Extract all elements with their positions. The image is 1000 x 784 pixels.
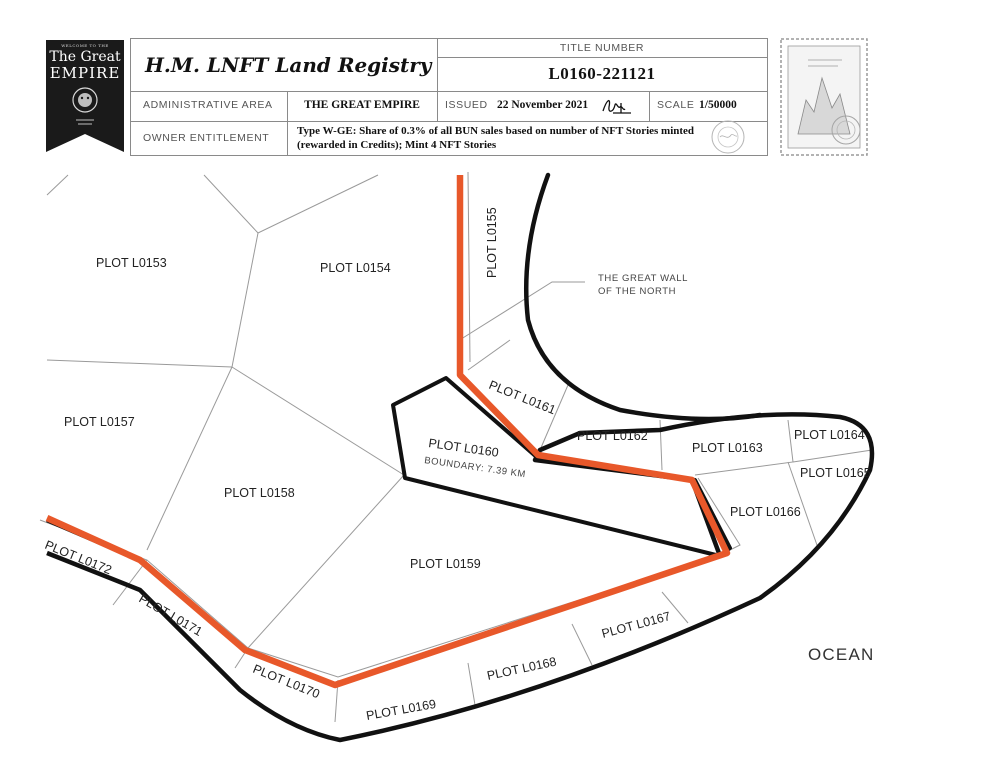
registry-title: H.M. LNFT Land Registry — [145, 53, 432, 77]
great-wall-label-line1: THE GREAT WALL — [598, 273, 688, 284]
signature-icon — [602, 100, 631, 114]
plot-label-l0157: PLOT L0157 — [64, 415, 135, 429]
plot-label-l0155: PLOT L0155 — [485, 207, 499, 278]
admin-area-value: THE GREAT EMPIRE — [304, 99, 420, 111]
owner-entitlement-value: Type W-GE: Share of 0.3% of all BUN sale… — [297, 124, 694, 152]
title-number-label: TITLE NUMBER — [559, 42, 645, 54]
admin-area-label: ADMINISTRATIVE AREA — [143, 99, 273, 111]
plot-label-l0164: PLOT L0164 — [794, 428, 865, 442]
title-number-value: L0160-221121 — [548, 64, 656, 83]
owner-entitlement-line1: Type W-GE: Share of 0.3% of all BUN sale… — [297, 125, 695, 137]
scale-value: 1/50000 — [699, 99, 737, 111]
plot-label-l0158: PLOT L0158 — [224, 486, 295, 500]
plot-label-l0159: PLOT L0159 — [410, 557, 481, 571]
plot-label-l0153: PLOT L0153 — [96, 256, 167, 270]
badge-brand-line1: The Great — [49, 49, 121, 65]
plot-label-l0167: PLOT L0167 — [600, 609, 672, 641]
lion-crest-icon — [72, 87, 98, 113]
ocean-label: OCEAN — [808, 645, 874, 664]
great-wall-label-line2: OF THE NORTH — [598, 286, 676, 297]
registry-header-table: H.M. LNFT Land Registry TITLE NUMBER L01… — [130, 38, 768, 156]
scale-label: SCALE — [657, 99, 695, 111]
plot-label-l0163: PLOT L0163 — [692, 441, 763, 455]
plot-label-l0154: PLOT L0154 — [320, 261, 391, 275]
issued-date: 22 November 2021 — [497, 99, 589, 111]
plot-label-l0166: PLOT L0166 — [730, 505, 801, 519]
plot-label-l0162: PLOT L0162 — [577, 429, 648, 443]
great-wall-line — [45, 175, 731, 689]
owner-entitlement-label: OWNER ENTITLEMENT — [143, 132, 270, 144]
plot-label-l0171: PLOT L0171 — [137, 591, 205, 638]
owner-entitlement-line2: (rewarded in Credits); Mint 4 NFT Storie… — [297, 139, 497, 151]
badge-brand-line2: EMPIRE — [49, 64, 121, 82]
plot-label-l0168: PLOT L0168 — [486, 655, 558, 683]
inland-coast-curve — [523, 172, 763, 422]
badge-ribbon-shape — [46, 40, 124, 152]
plot-l0160-boundary — [391, 376, 732, 558]
seal-stamp-icon — [711, 120, 745, 154]
postage-stamp-icon — [780, 38, 868, 156]
badge-tagline: WELCOME TO THE — [61, 43, 109, 48]
plot-boundaries — [39, 171, 873, 723]
plot-label-l0165: PLOT L0165 — [800, 466, 871, 480]
empire-logo-badge: WELCOME TO THE The Great EMPIRE — [46, 40, 124, 152]
issued-label: ISSUED — [445, 99, 488, 111]
boundary-length-note: BOUNDARY: 7.39 KM — [424, 455, 527, 480]
